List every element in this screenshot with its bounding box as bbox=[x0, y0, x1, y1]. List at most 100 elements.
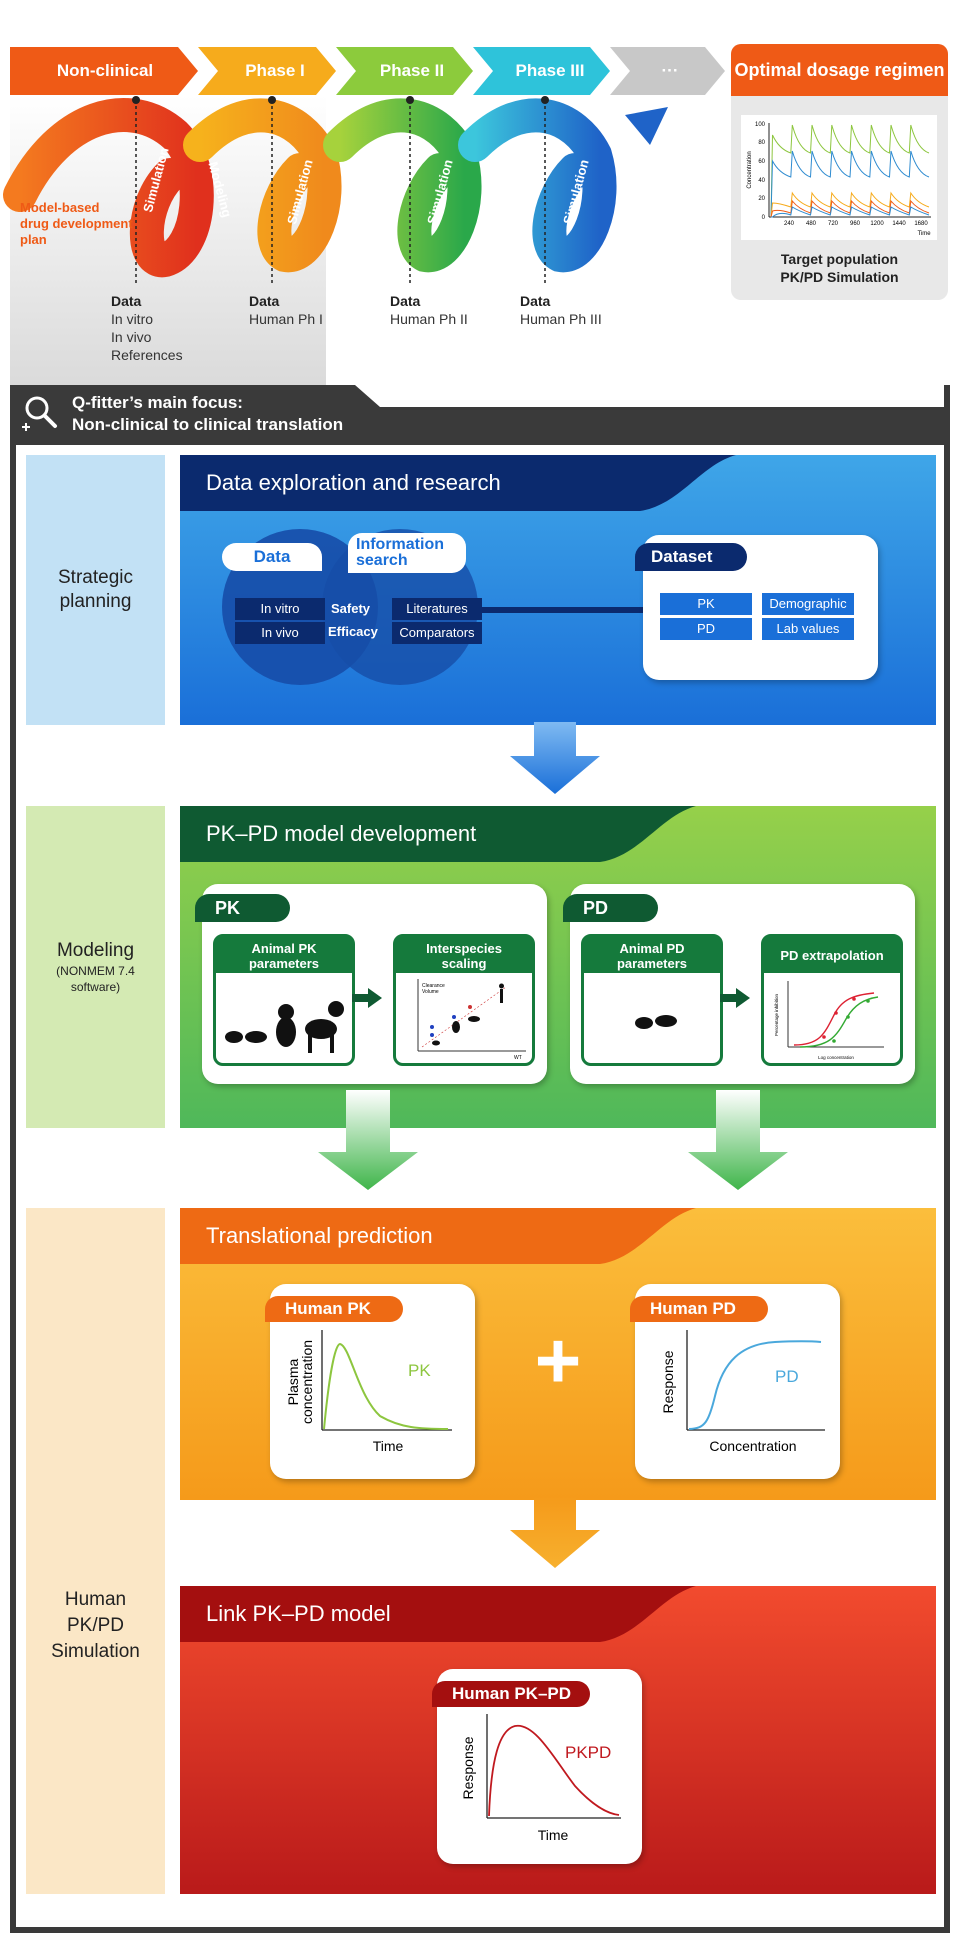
optimal-caption-line1: Target population bbox=[780, 251, 899, 267]
scaling-plot: Clearance Volume WT bbox=[417, 979, 526, 1061]
animal-pd-card-title-line1: Animal PD bbox=[619, 941, 685, 956]
pdx-point bbox=[846, 1015, 850, 1019]
pdx-curve-green bbox=[799, 996, 879, 1048]
ribbon-phase3 bbox=[458, 98, 617, 273]
panel-link-title: Link PK–PD model bbox=[206, 1601, 391, 1626]
human-pk-ylabel-line1: Plasma bbox=[285, 1358, 301, 1405]
optimal-chart-xtick: 1440 bbox=[892, 221, 906, 227]
flow-arrow-2-left-shape bbox=[318, 1090, 418, 1190]
panel-translational-title: Translational prediction bbox=[206, 1223, 433, 1248]
panel-link-header-shape bbox=[180, 1586, 696, 1642]
scaling-plot-point bbox=[452, 1015, 456, 1019]
scaling-human-icon bbox=[500, 989, 503, 1003]
dog-leg-icon bbox=[330, 1033, 334, 1053]
human-pd-curve bbox=[688, 1340, 822, 1430]
pdx-point bbox=[832, 1039, 836, 1043]
phase-arrow-1 bbox=[198, 47, 336, 95]
side-modeling-sub1: (NONMEM 7.4 bbox=[56, 964, 135, 978]
rat-icon bbox=[655, 1015, 677, 1027]
optimal-chart-xtick: 480 bbox=[806, 221, 817, 227]
tab-pd: PD bbox=[563, 894, 658, 922]
phase-label-more: ··· bbox=[661, 61, 679, 80]
chip-demographic: Demographic bbox=[762, 593, 854, 615]
pd-extrapolation-card: PD extrapolation Percentage inhibition L… bbox=[761, 934, 903, 1066]
flow-arrow-1-shape bbox=[510, 722, 600, 794]
magnifier-icon bbox=[22, 396, 57, 431]
scaling-monkey-icon bbox=[452, 1021, 460, 1033]
ribbon-phase1 bbox=[183, 98, 342, 273]
panel-strategic-header-shape bbox=[180, 455, 736, 511]
optimal-chart-xtick: 720 bbox=[828, 221, 839, 227]
focus-title-line2: Non-clinical to clinical translation bbox=[72, 415, 344, 434]
pk-flow-arrow-icon bbox=[352, 988, 382, 1008]
scaling-plot-ylabel-line1: Clearance bbox=[422, 983, 445, 989]
data-source-nonclinical: Data In vitro In vivo References bbox=[111, 292, 183, 364]
animal-pd-card: Animal PD parameters bbox=[581, 934, 723, 1066]
chip-comparators: Comparators bbox=[392, 622, 482, 644]
chip-pd: PD bbox=[660, 618, 752, 640]
optimal-chart-ytick: 60 bbox=[758, 159, 765, 165]
optimal-chart-xtick: 1200 bbox=[870, 221, 884, 227]
pdx-plot-xlabel: Log concentration bbox=[818, 1055, 854, 1060]
data-source-line: In vitro bbox=[111, 311, 154, 327]
side-human-line3: Simulation bbox=[51, 1641, 140, 1662]
scaling-dog-icon bbox=[468, 1016, 480, 1022]
scaling-plot-trend bbox=[421, 986, 507, 1048]
panel-translational-header-bg bbox=[180, 1208, 696, 1264]
animal-pk-card-title-line1: Animal PK bbox=[251, 941, 317, 956]
ribbon-nonclinical bbox=[3, 98, 214, 278]
side-modeling-title: Modeling bbox=[56, 940, 135, 961]
human-pd-xlabel: Concentration bbox=[709, 1438, 796, 1454]
optimal-chart-xtick: 1680 bbox=[914, 221, 928, 227]
pk-flow-arrow-shape bbox=[352, 988, 382, 1008]
data-source-title: Data bbox=[249, 293, 280, 309]
pdx-point bbox=[822, 1035, 826, 1039]
animal-pk-card-title: Animal PK parameters bbox=[216, 937, 352, 973]
panel-translational-header-shape bbox=[180, 1208, 696, 1264]
optimal-caption: Target population PK/PD Simulation bbox=[731, 250, 948, 286]
mouse-icon bbox=[225, 1031, 243, 1043]
interspecies-card: Interspecies scaling Clearance Volume WT bbox=[393, 934, 535, 1066]
side-human-line1: Human bbox=[64, 1589, 127, 1610]
interspecies-card-title-line2: scaling bbox=[441, 956, 487, 971]
data-source-line: References bbox=[111, 347, 183, 363]
chip-pk: PK bbox=[660, 593, 752, 615]
flow-arrow-3-shape bbox=[510, 1496, 600, 1568]
mouse-icon bbox=[635, 1017, 653, 1029]
plan-label: Model-based drug development plan bbox=[20, 200, 133, 248]
optimal-chart-xlabel: Time bbox=[917, 231, 931, 237]
animal-silhouettes-icon bbox=[225, 1001, 344, 1053]
human-pkpd-curve bbox=[488, 1725, 620, 1817]
human-pd-curve-label: PD bbox=[775, 1367, 799, 1386]
chip-in-vitro: In vitro bbox=[235, 598, 325, 620]
focus-frame bbox=[10, 385, 950, 1933]
optimal-chart-ylabel: Concentration bbox=[747, 151, 753, 188]
label-safety: Safety bbox=[331, 601, 371, 616]
rat-icon bbox=[245, 1031, 267, 1043]
phase-dot-2 bbox=[406, 96, 414, 104]
magnifier-icon-lens bbox=[25, 396, 49, 420]
pdx-point bbox=[834, 1011, 838, 1015]
ribbon-end-arrow-icon bbox=[625, 107, 668, 145]
chip-lab-values: Lab values bbox=[762, 618, 854, 640]
optimal-chart-ytick: 20 bbox=[758, 196, 765, 202]
plan-label-line1: Model-based bbox=[20, 200, 100, 215]
flow-arrow-3-icon bbox=[510, 1496, 600, 1568]
human-pkpd-plot: PKPD Time Response bbox=[460, 1714, 621, 1843]
phase-arrow-3 bbox=[473, 47, 610, 95]
plan-label-line2: drug development bbox=[20, 216, 133, 231]
dog-icon bbox=[305, 1019, 337, 1039]
pdx-point bbox=[866, 999, 870, 1003]
flow-arrow-2-right-shape bbox=[688, 1090, 788, 1190]
ribbon-phase2 bbox=[323, 98, 482, 273]
human-pk-curve-label: PK bbox=[408, 1361, 431, 1380]
animal-pk-card: Animal PK parameters bbox=[213, 934, 355, 1066]
optimal-chart: 0 20 40 60 80 100 240 480 720 960 1200 1… bbox=[747, 122, 931, 237]
label-efficacy: Efficacy bbox=[328, 624, 378, 639]
side-modeling: Modeling (NONMEM 7.4 software) bbox=[26, 806, 165, 1128]
side-human-simulation: Human PK/PD Simulation bbox=[26, 1208, 165, 1894]
panel-link-header-bg bbox=[180, 1586, 696, 1642]
optimal-dosage-title: Optimal dosage regimen bbox=[731, 44, 948, 96]
optimal-chart-series-4 bbox=[771, 206, 930, 218]
scaling-plot-ylabel-line2: Volume bbox=[422, 989, 439, 995]
